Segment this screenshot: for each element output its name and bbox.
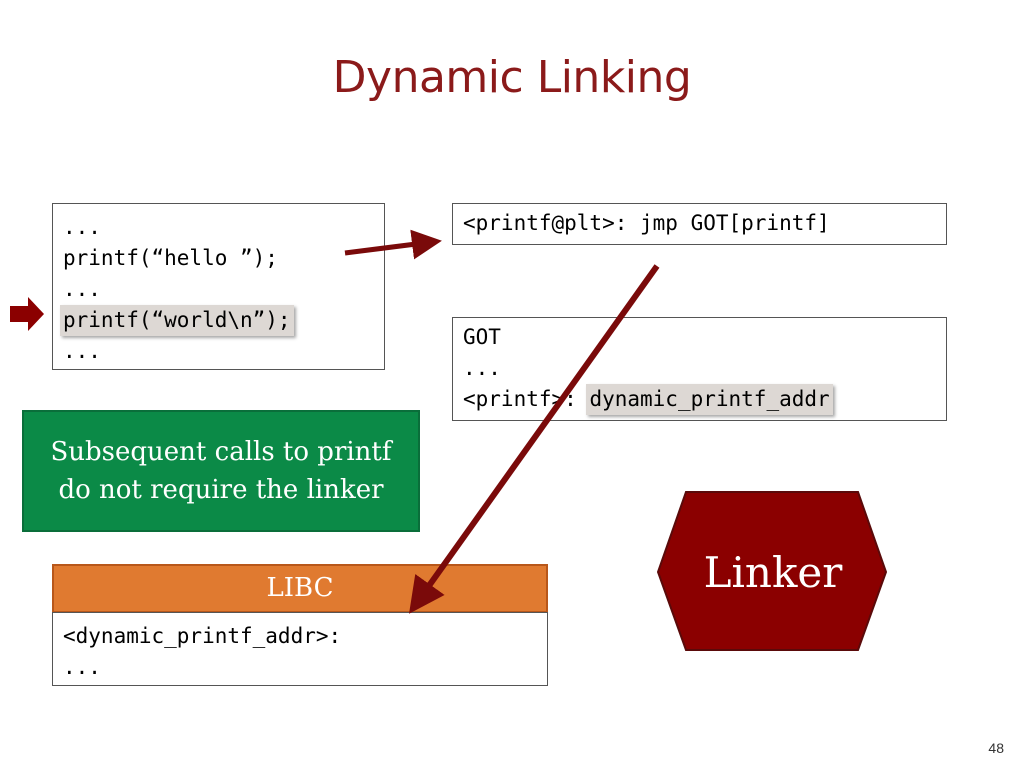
note-box: Subsequent calls to printf do not requir… xyxy=(22,410,420,532)
got-box: GOT ... <printf>: dynamic_printf_addr xyxy=(452,317,947,421)
highlighted-code-line: printf(“world\n”); xyxy=(60,305,294,336)
page-number: 48 xyxy=(988,740,1004,756)
linker-label: Linker xyxy=(703,548,843,597)
code-line: ... xyxy=(63,339,101,363)
caller-code-box: ... printf(“hello ”); ... printf(“world\… xyxy=(52,203,385,370)
libc-header: LIBC xyxy=(52,564,548,613)
plt-box: <printf@plt>: jmp GOT[printf] xyxy=(452,203,947,245)
code-line: printf(“hello ”); xyxy=(63,246,278,270)
got-line: ... xyxy=(463,356,501,380)
libc-code-box: <dynamic_printf_addr>: ... xyxy=(52,612,548,686)
code-line: ... xyxy=(63,277,101,301)
note-line: Subsequent calls to printf xyxy=(50,437,392,467)
note-line: do not require the linker xyxy=(58,475,384,505)
libc-line: ... xyxy=(63,655,101,679)
slide-title: Dynamic Linking xyxy=(332,52,692,103)
linker-hexagon xyxy=(656,491,888,651)
libc-line: <dynamic_printf_addr>: xyxy=(63,624,342,648)
plt-line: <printf@plt>: jmp GOT[printf] xyxy=(463,211,830,235)
call-arrow xyxy=(344,229,442,260)
jump-arrow xyxy=(409,264,660,614)
current-line-arrow-icon xyxy=(10,297,44,331)
got-line: GOT xyxy=(463,325,501,349)
code-line: ... xyxy=(63,215,101,239)
got-entry-value: dynamic_printf_addr xyxy=(586,384,833,415)
